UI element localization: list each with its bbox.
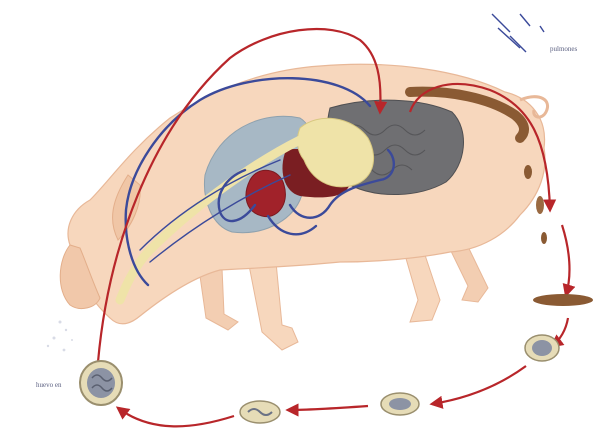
- egg-icon: [381, 393, 419, 415]
- arrow-egg1-to-egg2: [432, 366, 526, 404]
- egg-icon: [525, 335, 559, 361]
- egg-icon-large: [80, 361, 122, 405]
- label-egg: huevo en: [36, 381, 61, 389]
- arrow-to-feces: [562, 225, 569, 295]
- speckles: [47, 321, 73, 352]
- label-top-right: pulmones: [550, 45, 577, 53]
- feces-drop: [541, 232, 547, 244]
- arrow-egg2-to-egg3: [288, 406, 368, 410]
- feces-pile-icon: [533, 294, 593, 306]
- feces-drop: [524, 165, 532, 179]
- egg-icon: [240, 401, 280, 423]
- arrow-egg3-to-egg4: [118, 408, 234, 426]
- feces-drop: [536, 196, 544, 214]
- larva-marks-icon: [492, 14, 544, 52]
- pig-front-leg: [248, 260, 298, 350]
